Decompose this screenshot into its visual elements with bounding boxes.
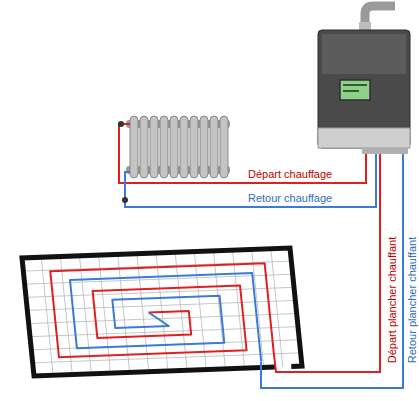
- floor-return-pipe: [261, 154, 403, 388]
- valve: [122, 197, 128, 203]
- supply-pipe: [119, 124, 366, 183]
- radiator: [126, 116, 230, 178]
- vertical-pipe-label: Départ plancher chauffant: [386, 237, 399, 363]
- boiler-fittings: [362, 148, 408, 154]
- screen-line: [343, 84, 367, 86]
- boiler-top-panel: [322, 34, 406, 74]
- pipe-label: Retour chauffage: [248, 192, 332, 205]
- return-pipe: [125, 154, 376, 207]
- grid-lines: [22, 248, 302, 376]
- floor-grid: [22, 248, 302, 376]
- floor-border: [22, 248, 302, 376]
- grid-line: [252, 249, 264, 367]
- floor-return-loop: [70, 273, 261, 368]
- boiler-body: [318, 30, 410, 148]
- valve: [118, 121, 124, 127]
- screen-line: [343, 90, 359, 92]
- pipe-label: Départ chauffage: [248, 168, 332, 181]
- vertical-pipe-label: Retour plancher chauffant: [406, 237, 419, 363]
- boiler-base: [318, 128, 410, 148]
- floor-supply-pipe: [274, 154, 380, 372]
- grid-line: [23, 261, 291, 271]
- boiler-screen: [340, 80, 370, 100]
